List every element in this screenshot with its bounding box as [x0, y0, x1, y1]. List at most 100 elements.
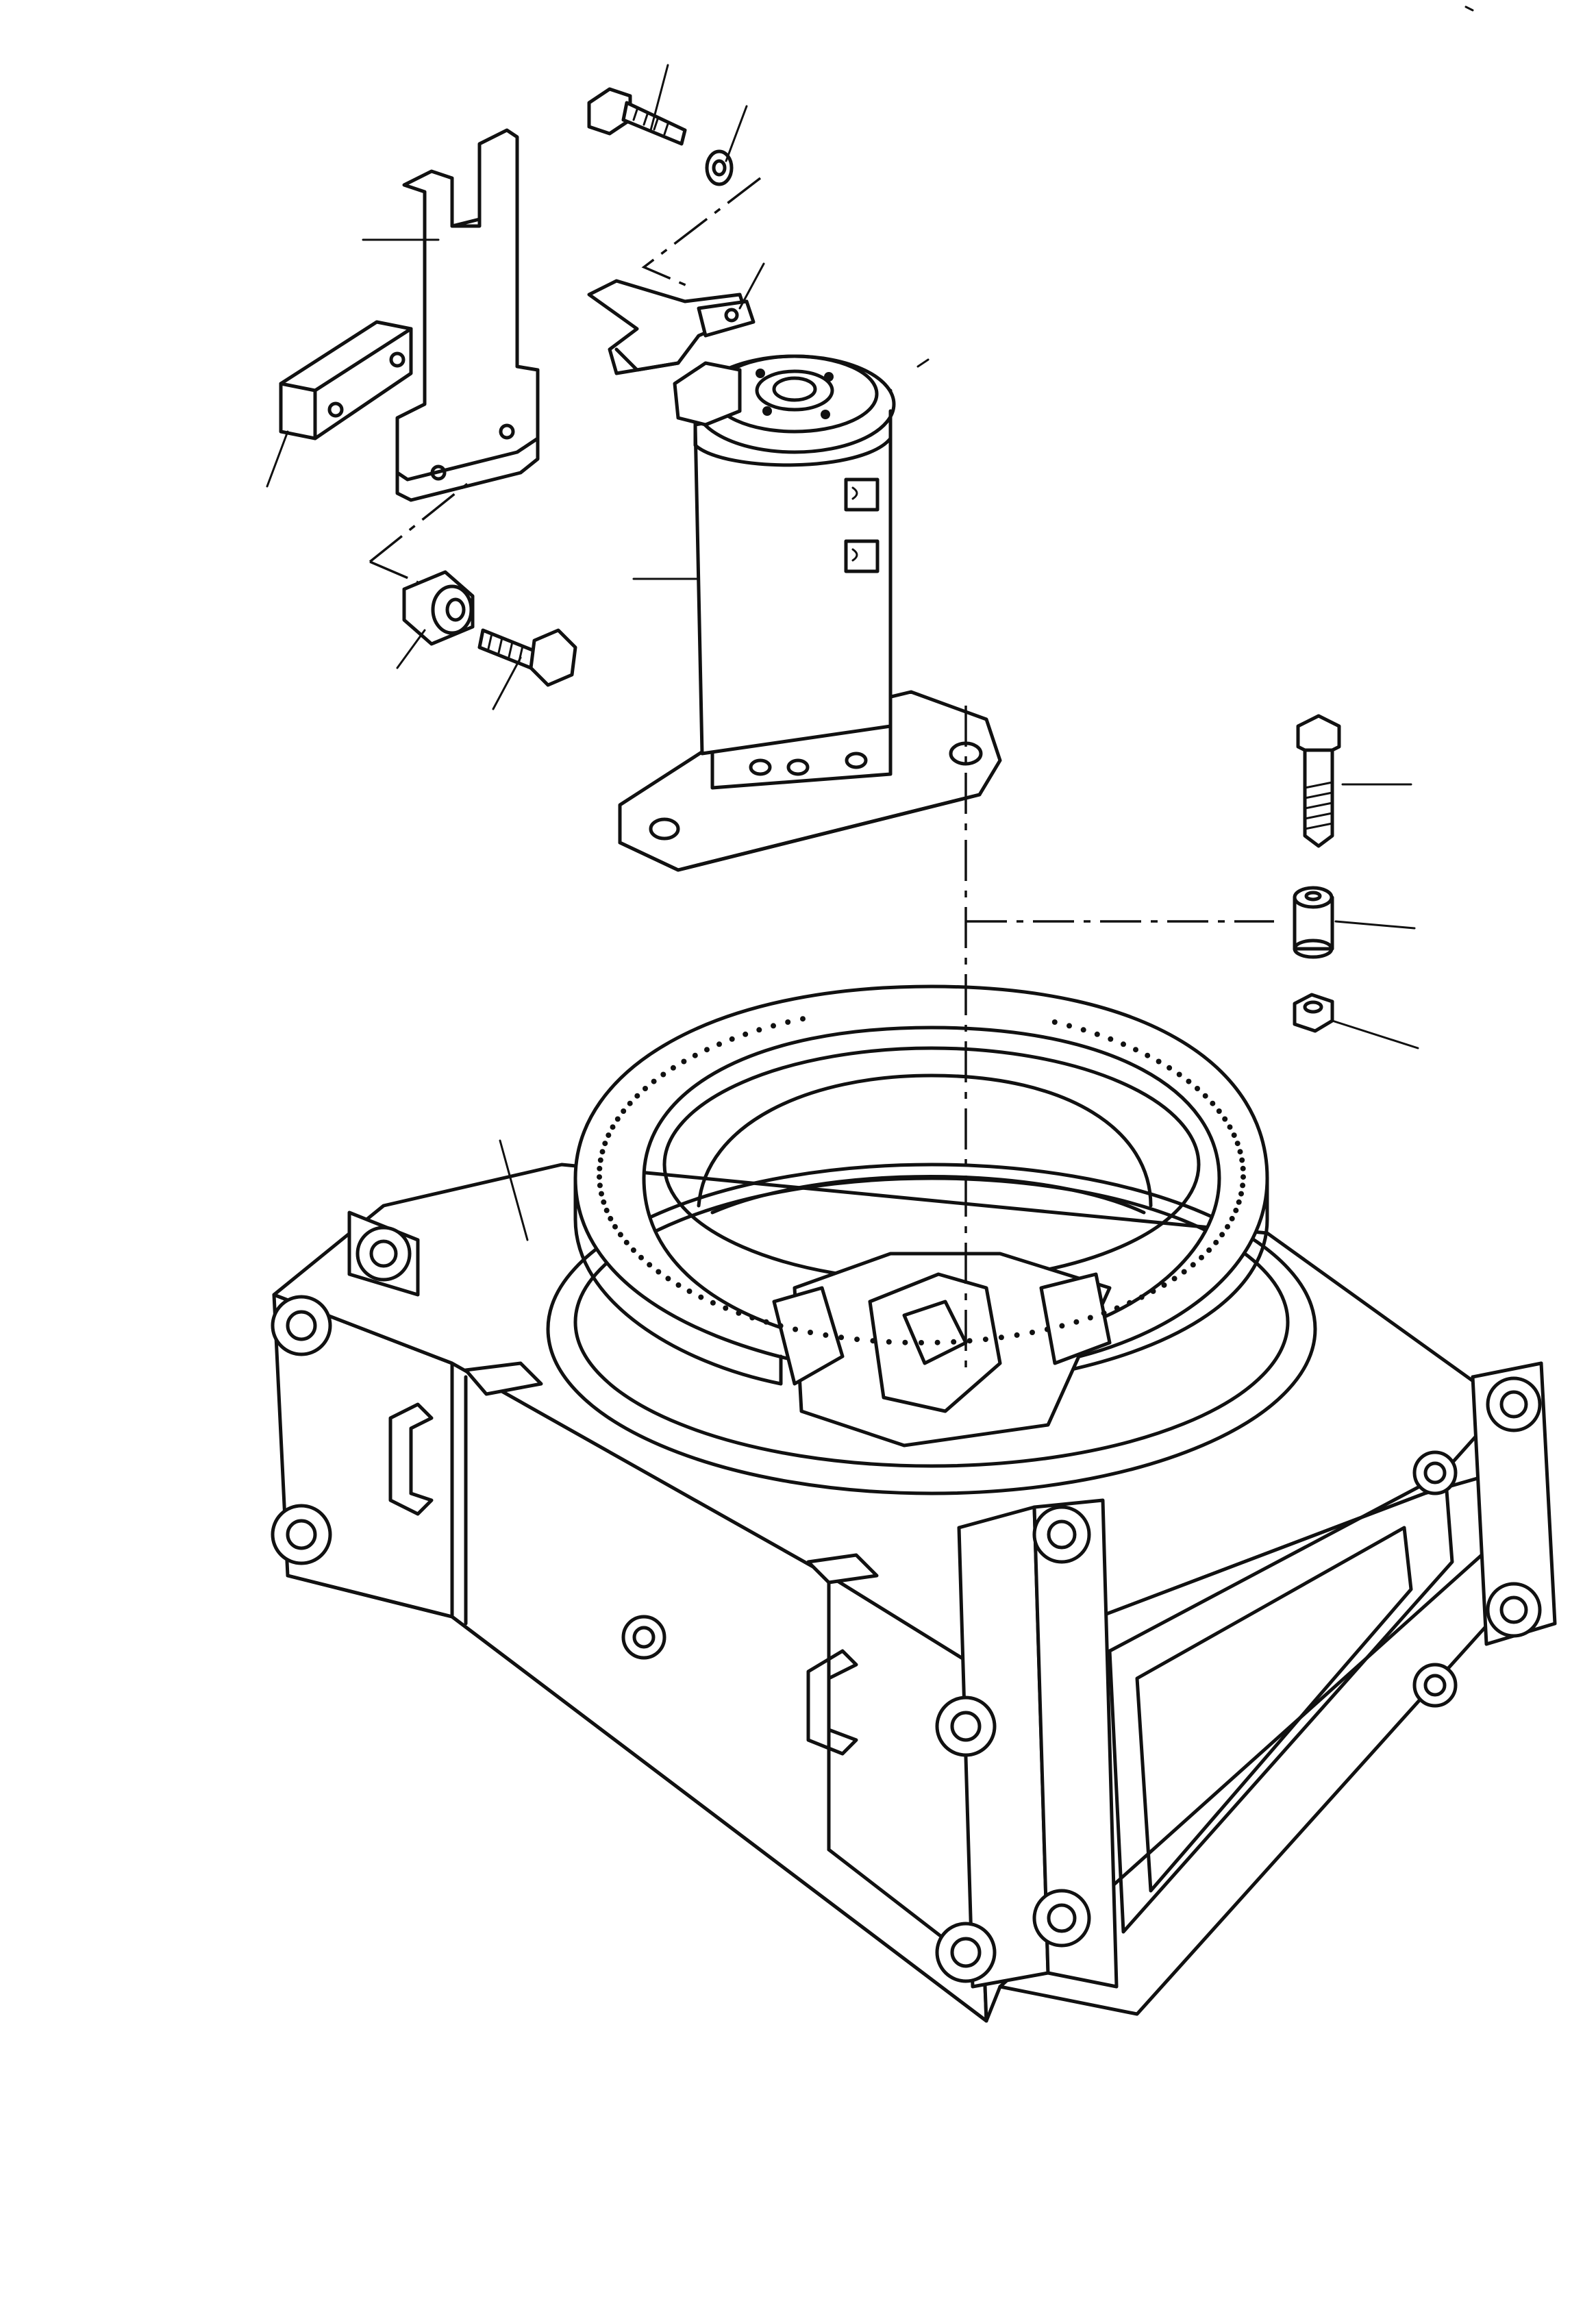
ring-bolt-hole: [1108, 1036, 1114, 1042]
ring-bolt-hole: [998, 1334, 1004, 1341]
ring-bolt-hole: [1229, 1215, 1235, 1221]
ring-bolt-hole: [1190, 1262, 1196, 1268]
nut-right: [1293, 993, 1334, 1033]
ring-bolt-hole: [1133, 1047, 1138, 1053]
ring-bolt-hole: [800, 1016, 806, 1022]
ring-bolt-hole: [771, 1023, 776, 1029]
ring-bolt-hole: [617, 1232, 623, 1238]
ring-bolt-hole: [934, 1339, 940, 1345]
ring-bolt-hole: [647, 1262, 653, 1268]
bolt-lower-left: [477, 628, 577, 687]
stop-lever: [587, 279, 756, 375]
ring-bolt-hole: [777, 1323, 784, 1329]
ring-bolt-hole: [1225, 1223, 1230, 1230]
ring-bolt-hole: [793, 1326, 799, 1332]
ring-bolt-hole: [597, 1157, 603, 1163]
ring-bolt-hole: [902, 1339, 908, 1345]
spacer-block: [279, 320, 413, 440]
ring-bolt-hole: [785, 1019, 791, 1025]
ring-bolt-hole: [1067, 1023, 1072, 1029]
bracket-plate: [395, 128, 540, 502]
ring-bolt-hole: [716, 1041, 722, 1047]
ring-bolt-hole: [623, 1239, 629, 1245]
ring-bolt-hole: [675, 1282, 682, 1288]
ring-bolt-hole: [1138, 1294, 1145, 1300]
ring-bolt-hole: [982, 1337, 988, 1343]
ring-bolt-hole: [1156, 1058, 1162, 1065]
ring-bolt-hole: [621, 1108, 627, 1114]
ring-bolt-hole: [634, 1093, 640, 1099]
ring-bolt-hole: [630, 1247, 636, 1253]
ring-bolt-hole: [756, 1027, 762, 1033]
ring-bolt-hole: [692, 1052, 698, 1058]
ring-bolt-hole: [967, 1338, 973, 1344]
ring-bolt-hole: [723, 1305, 729, 1311]
ring-bolt-hole: [736, 1310, 742, 1316]
ring-bolt-hole: [870, 1338, 876, 1344]
ring-bolt-hole: [665, 1276, 671, 1282]
ring-bolt-hole: [1181, 1269, 1187, 1275]
ring-bolt-hole: [1206, 1247, 1212, 1253]
ring-bolt-hole: [643, 1086, 648, 1091]
ring-bolt-hole: [1087, 1315, 1093, 1321]
ring-bolt-hole: [1073, 1319, 1080, 1325]
ring-bolt-hole: [1236, 1199, 1242, 1205]
ring-bolt-hole: [1227, 1124, 1233, 1130]
ring-bolt-hole: [763, 1319, 769, 1325]
ring-bolt-hole: [608, 1215, 614, 1221]
ring-bolt-hole: [599, 1149, 606, 1155]
ring-bolt-holes: [597, 1016, 1246, 1345]
ring-bolt-hole: [1237, 1149, 1243, 1155]
ring-bolt-hole: [660, 1071, 666, 1078]
ring-bolt-hole: [1240, 1165, 1246, 1171]
ring-bolt-hole: [1202, 1093, 1208, 1099]
ring-bolt-hole: [638, 1254, 644, 1260]
ring-bolt-hole: [651, 1078, 657, 1084]
ring-bolt-hole: [599, 1191, 604, 1197]
ring-bolt-hole: [686, 1288, 693, 1294]
ring-bolt-hole: [606, 1132, 612, 1139]
ring-bolt-hole: [854, 1337, 860, 1343]
ring-bolt-hole: [698, 1294, 704, 1300]
ring-bolt-hole: [1222, 1116, 1228, 1122]
frame-bosses: [271, 1226, 1542, 1983]
ring-bolt-hole: [597, 1182, 603, 1189]
ring-bolt-hole: [597, 1174, 602, 1180]
slewing-ring: [573, 984, 1269, 1448]
ring-bolt-hole: [1171, 1276, 1177, 1282]
ring-bolt-hole: [1044, 1326, 1050, 1332]
ring-bolt-hole: [1080, 1027, 1086, 1033]
spacer-sleeve: [402, 570, 475, 646]
ring-bolt-hole: [823, 1332, 829, 1338]
swivel-joint-cylinder: [618, 354, 1002, 872]
bushing-right: [1293, 886, 1334, 959]
ring-bolt-hole: [670, 1065, 676, 1071]
washer-top: [705, 149, 734, 186]
ring-bolt-hole: [1195, 1086, 1200, 1091]
ring-bolt-hole: [597, 1165, 603, 1171]
ring-bolt-hole: [1101, 1310, 1107, 1316]
ring-bolt-hole: [704, 1047, 710, 1053]
ring-bolt-hole: [1176, 1071, 1182, 1078]
ring-bolt-hole: [601, 1199, 607, 1205]
assembly-lines: [369, 177, 1274, 1370]
ring-bolt-hole: [1094, 1031, 1100, 1037]
ring-bolt-hole: [1238, 1191, 1244, 1197]
ring-bolt-hole: [886, 1339, 892, 1345]
ring-bolt-hole: [602, 1141, 608, 1147]
ring-bolt-hole: [1150, 1288, 1156, 1294]
ring-bolt-hole: [1167, 1065, 1173, 1071]
ring-bolt-hole: [1030, 1330, 1035, 1335]
ring-bolt-hole: [1059, 1323, 1065, 1329]
ring-bolt-hole: [729, 1036, 735, 1042]
ring-bolt-hole: [1216, 1108, 1222, 1114]
ring-bolt-hole: [1233, 1207, 1239, 1213]
ring-bolt-hole: [1240, 1182, 1246, 1189]
ring-bolt-hole: [603, 1207, 610, 1213]
ring-bolt-hole: [614, 1116, 621, 1122]
ring-bolt-hole: [749, 1315, 756, 1321]
ring-bolt-hole: [627, 1100, 633, 1106]
ring-bolt-hole: [1239, 1157, 1245, 1163]
ring-bolt-hole: [1127, 1300, 1133, 1306]
